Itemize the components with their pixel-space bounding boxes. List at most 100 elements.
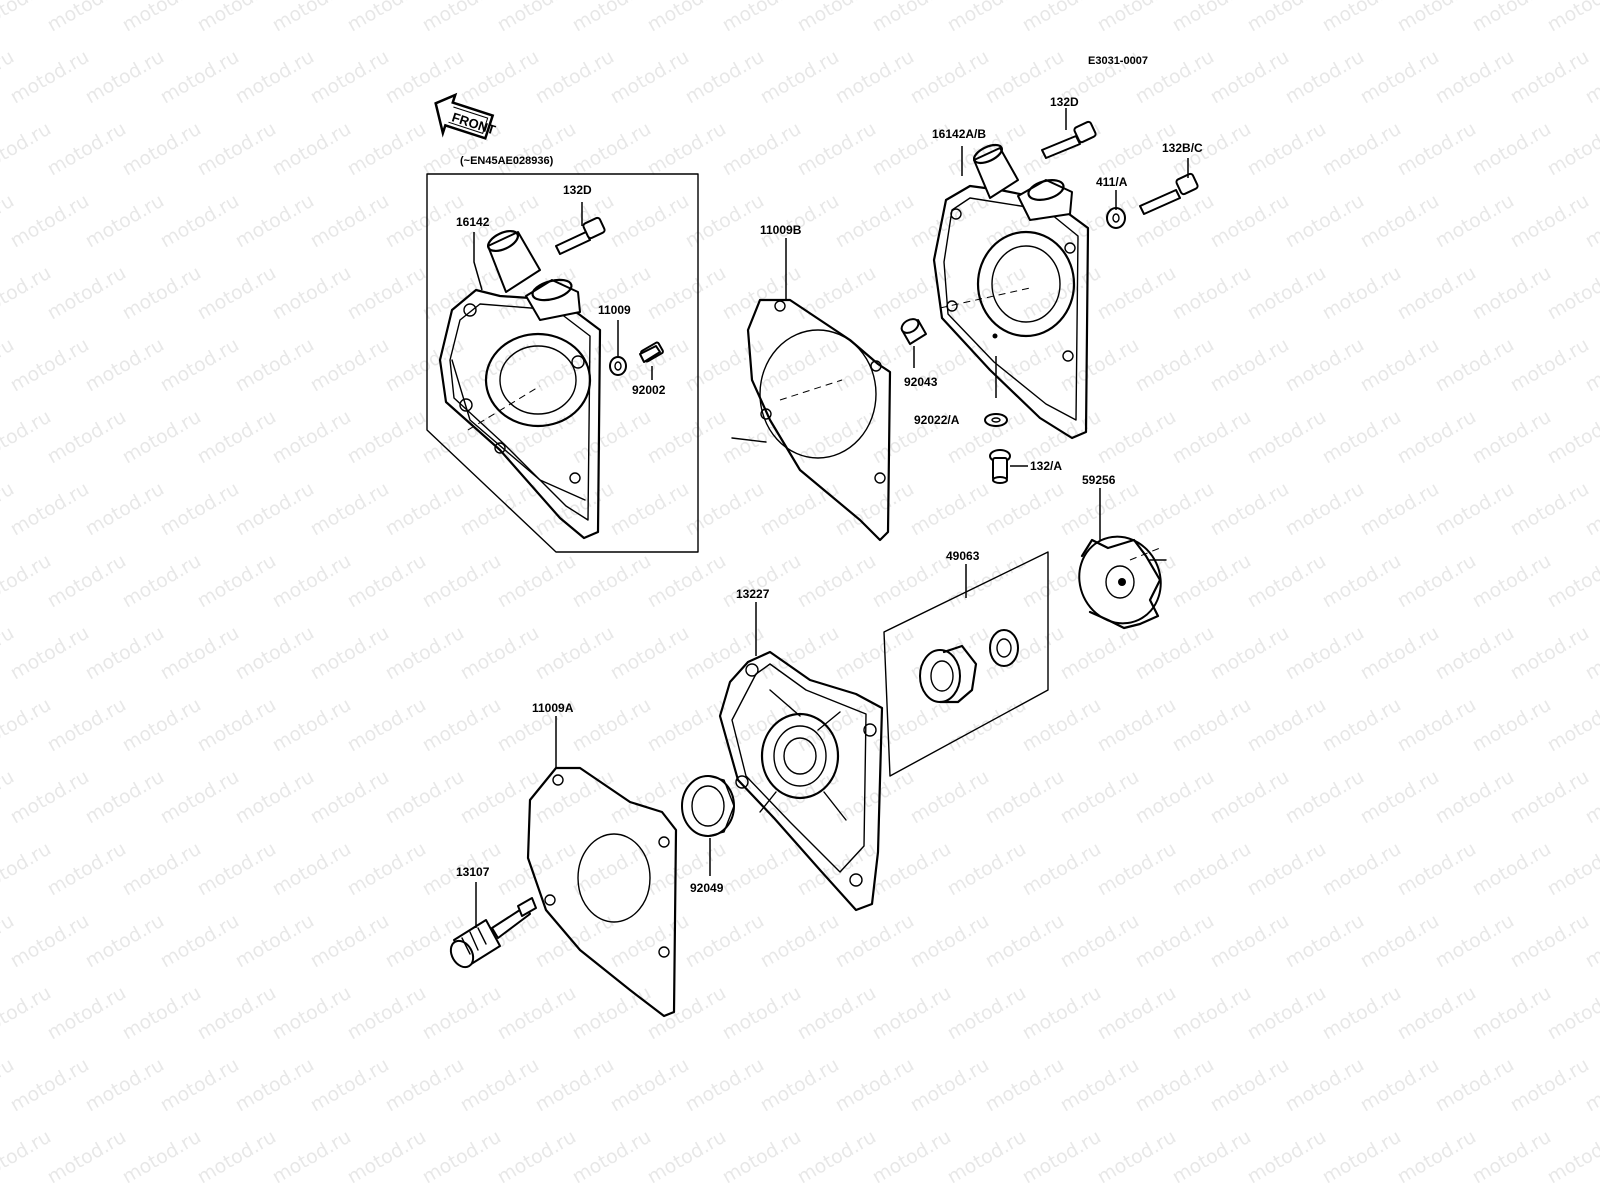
watermark-text: motod.ru <box>307 190 393 253</box>
watermark-text: motod.ru <box>457 478 543 541</box>
watermark-text: motod.ru <box>644 550 730 613</box>
watermark-text: motod.ru <box>44 838 130 901</box>
variant-box <box>426 173 699 553</box>
watermark-text: motod.ru <box>0 694 55 757</box>
part-label-92002: 92002 <box>632 383 666 397</box>
watermark-text: motod.ru <box>569 0 655 36</box>
watermark-text: motod.ru <box>307 1054 393 1117</box>
washer-411a <box>1106 207 1126 229</box>
watermark-text: motod.ru <box>344 406 430 469</box>
watermark-text: motod.ru <box>719 0 805 36</box>
watermark-text: motod.ru <box>982 1054 1068 1117</box>
watermark-text: motod.ru <box>607 622 693 685</box>
watermark-text: motod.ru <box>119 118 205 181</box>
watermark-text: motod.ru <box>1319 262 1405 325</box>
part-label-11009b: 11009B <box>760 223 802 237</box>
watermark-text: motod.ru <box>119 262 205 325</box>
oil-seal-92049 <box>681 775 735 837</box>
cover-13227 <box>718 650 884 912</box>
watermark-text: motod.ru <box>719 118 805 181</box>
bolt-132bc <box>1139 172 1199 215</box>
watermark-text: motod.ru <box>1132 334 1218 397</box>
watermark-text: motod.ru <box>682 46 768 109</box>
watermark-text: motod.ru <box>569 550 655 613</box>
watermark-text: motod.ru <box>1469 118 1555 181</box>
watermark-text: motod.ru <box>794 406 880 469</box>
watermark-text: motod.ru <box>757 478 843 541</box>
watermark-text: motod.ru <box>1319 118 1405 181</box>
plug-92002 <box>639 341 664 363</box>
watermark-text: motod.ru <box>1282 910 1368 973</box>
watermark-text: motod.ru <box>1207 1054 1293 1117</box>
watermark-text: motod.ru <box>832 910 918 973</box>
watermark-text: motod.ru <box>794 262 880 325</box>
part-label-16142ab: 16142A/B <box>932 127 986 141</box>
watermark-text: motod.ru <box>232 1054 318 1117</box>
watermark-text: motod.ru <box>1169 262 1255 325</box>
watermark-text: motod.ru <box>232 334 318 397</box>
watermark-text: motod.ru <box>0 118 55 181</box>
gasket-11009a <box>526 766 678 1018</box>
watermark-text: motod.ru <box>569 118 655 181</box>
watermark-text: motod.ru <box>1357 910 1443 973</box>
watermark-text: motod.ru <box>907 910 993 973</box>
washer-92022a <box>984 413 1008 427</box>
watermark-text: motod.ru <box>794 550 880 613</box>
watermark-text: motod.ru <box>1132 910 1218 973</box>
watermark-text: motod.ru <box>1507 334 1593 397</box>
watermark-text: motod.ru <box>1244 0 1330 36</box>
watermark-text: motod.ru <box>157 478 243 541</box>
watermark-text: motod.ru <box>457 1054 543 1117</box>
watermark-text: motod.ru <box>719 982 805 1045</box>
watermark-text: motod.ru <box>82 766 168 829</box>
watermark-text: motod.ru <box>82 334 168 397</box>
watermark-text: motod.ru <box>82 190 168 253</box>
watermark-text: motod.ru <box>869 838 955 901</box>
watermark-text: motod.ru <box>269 262 355 325</box>
watermark-text: motod.ru <box>1207 334 1293 397</box>
watermark-text: motod.ru <box>1057 622 1143 685</box>
watermark-text: motod.ru <box>719 262 805 325</box>
part-label-59256: 59256 <box>1082 473 1116 487</box>
watermark-text: motod.ru <box>1282 190 1368 253</box>
watermark-text: motod.ru <box>1282 478 1368 541</box>
watermark-text: motod.ru <box>944 1126 1030 1189</box>
watermark-text: motod.ru <box>419 1126 505 1189</box>
watermark-text: motod.ru <box>1544 118 1600 181</box>
watermark-text: motod.ru <box>194 838 280 901</box>
watermark-text: motod.ru <box>944 838 1030 901</box>
watermark-text: motod.ru <box>382 478 468 541</box>
watermark-text: motod.ru <box>1544 550 1600 613</box>
watermark-text: motod.ru <box>644 694 730 757</box>
watermark-text: motod.ru <box>569 694 655 757</box>
watermark-text: motod.ru <box>269 550 355 613</box>
watermark-text: motod.ru <box>119 0 205 36</box>
watermark-text: motod.ru <box>44 982 130 1045</box>
watermark-text: motod.ru <box>832 622 918 685</box>
watermark-text: motod.ru <box>157 46 243 109</box>
watermark-text: motod.ru <box>7 910 93 973</box>
watermark-text: motod.ru <box>494 982 580 1045</box>
watermark-text: motod.ru <box>194 406 280 469</box>
watermark-text: motod.ru <box>1244 838 1330 901</box>
axis-line <box>467 385 541 431</box>
watermark-text: motod.ru <box>832 478 918 541</box>
watermark-text: motod.ru <box>1469 1126 1555 1189</box>
watermark-text: motod.ru <box>1319 0 1405 36</box>
watermark-text: motod.ru <box>1132 1054 1218 1117</box>
watermark-text: motod.ru <box>7 1054 93 1117</box>
watermark-text: motod.ru <box>944 982 1030 1045</box>
watermark-text: motod.ru <box>1169 838 1255 901</box>
watermark-text: motod.ru <box>1319 838 1405 901</box>
watermark-text: motod.ru <box>1544 1126 1600 1189</box>
watermark-text: motod.ru <box>157 766 243 829</box>
watermark-text: motod.ru <box>232 478 318 541</box>
watermark-text: motod.ru <box>1019 262 1105 325</box>
watermark-text: motod.ru <box>1132 766 1218 829</box>
watermark-text: motod.ru <box>1057 766 1143 829</box>
watermark-text: motod.ru <box>232 190 318 253</box>
watermark-text: motod.ru <box>1544 982 1600 1045</box>
watermark-text: motod.ru <box>569 1126 655 1189</box>
